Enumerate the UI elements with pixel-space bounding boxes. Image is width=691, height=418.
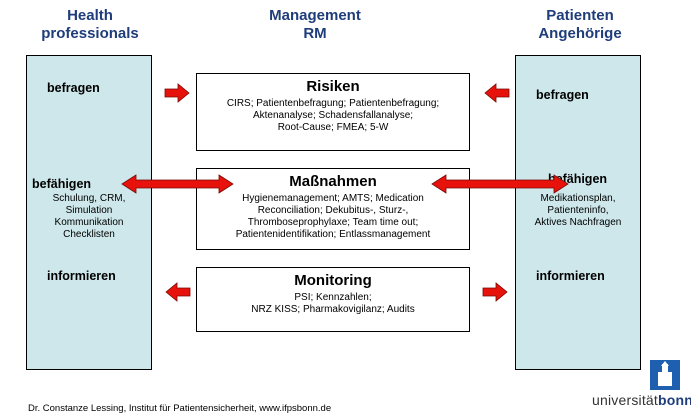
logo-prefix: universität	[592, 392, 659, 408]
footer-credit: Dr. Constanze Lessing, Institut für Pati…	[28, 403, 332, 414]
massnahmen-text: Hygienemanagement; AMTS; Medication Reco…	[235, 193, 431, 240]
massnahmen-box: Maßnahmen Hygienemanagement; AMTS; Medic…	[196, 168, 470, 250]
risiken-text: CIRS; Patientenbefragung; Patientenbefra…	[226, 98, 440, 133]
logo-suffix: bonn	[658, 392, 691, 408]
monitoring-box: Monitoring PSI; Kennzahlen; NRZ KISS; Ph…	[196, 267, 470, 332]
monitoring-title: Monitoring	[294, 272, 372, 289]
risiken-title: Risiken	[306, 78, 360, 95]
arrow-left-icon	[484, 83, 510, 103]
university-logo-icon	[650, 360, 680, 390]
patienten-angehoerige-pillar	[515, 55, 641, 370]
center-column-title: Management RM	[269, 7, 361, 42]
risiken-box: Risiken CIRS; Patientenbefragung; Patien…	[196, 73, 470, 151]
arrow-right-icon	[164, 83, 190, 103]
right-befaehigen-detail: Medikationsplan, Patienteninfo, Aktives …	[534, 193, 622, 228]
right-informieren-label: informieren	[536, 269, 605, 283]
health-professionals-pillar	[26, 55, 152, 370]
arrow-left-icon	[165, 282, 191, 302]
left-column-title: Health professionals	[41, 7, 139, 42]
double-arrow-right-icon	[431, 174, 569, 194]
monitoring-text: PSI; Kennzahlen; NRZ KISS; Pharmakovigil…	[251, 292, 415, 315]
university-logo-text: universitätbonn	[592, 392, 691, 408]
right-befragen-label: befragen	[536, 88, 589, 102]
left-befaehigen-detail: Schulung, CRM, Simulation Kommunikation …	[52, 193, 126, 240]
double-arrow-left-icon	[121, 174, 234, 194]
left-befaehigen-label: befähigen	[32, 177, 92, 191]
arrow-right-icon	[482, 282, 508, 302]
left-informieren-label: informieren	[47, 269, 116, 283]
left-befragen-label: befragen	[47, 81, 100, 95]
massnahmen-title: Maßnahmen	[289, 173, 377, 190]
right-column-title: Patienten Angehörige	[538, 7, 622, 42]
